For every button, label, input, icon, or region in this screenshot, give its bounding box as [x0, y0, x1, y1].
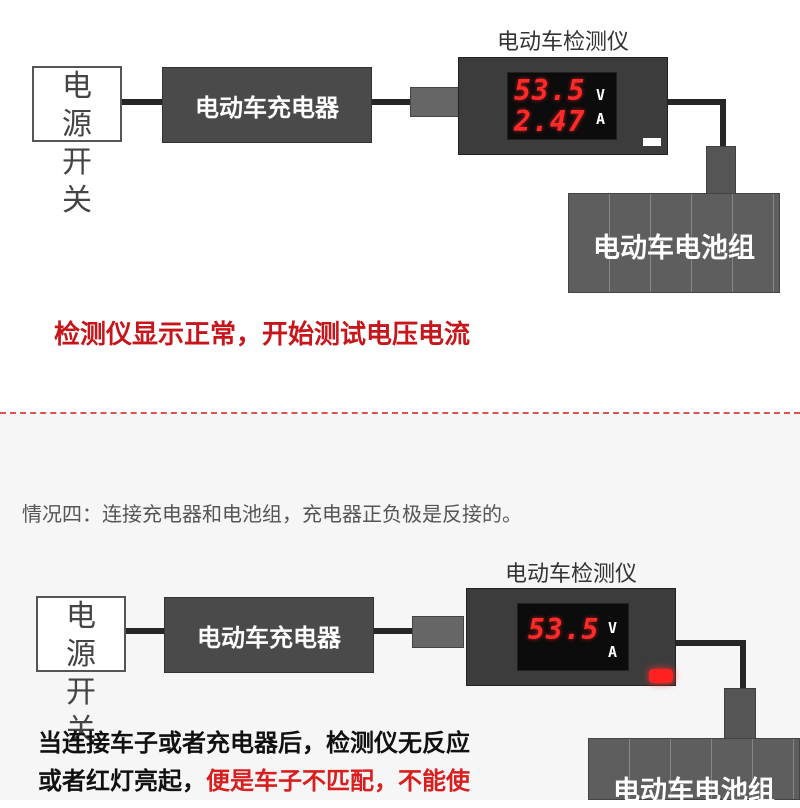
power-switch-line2: 开 关	[62, 145, 100, 218]
power-switch-2-line2: 开 关	[66, 675, 104, 748]
cable-charger-to-meter	[370, 99, 412, 105]
explanation-line2-normal: 或者红灯亮起，	[38, 767, 206, 795]
meter-unit-v-2: V	[608, 619, 618, 637]
charger-box: 电动车充电器	[162, 67, 372, 143]
charger-box-2: 电动车充电器	[164, 597, 374, 673]
status-caption: 检测仪显示正常，开始测试电压电流	[54, 320, 471, 350]
battery-pack: 电动车电池组	[568, 193, 780, 293]
battery-pack-2: 电动车电池组	[588, 738, 800, 807]
battery-label-2: 电动车电池组	[613, 776, 775, 807]
meter-unit-a-2: A	[608, 643, 618, 661]
battery-plug	[706, 146, 736, 194]
cable-switch-to-charger-2	[126, 628, 168, 634]
cable-meter-to-battery-v-2	[740, 640, 746, 690]
battery-label: 电动车电池组	[593, 233, 755, 264]
meter-red-light	[649, 669, 673, 683]
power-switch[interactable]: 电 源 开 关	[32, 66, 122, 218]
meter-unit-v: V	[596, 86, 606, 104]
charger-label: 电动车充电器	[195, 93, 339, 122]
explanation-line2-red: 便是车子不匹配，不能使	[206, 767, 470, 795]
charger-plug-2	[412, 616, 464, 648]
meter-device: 53.5 2.47 V A	[458, 57, 668, 155]
meter-screen: 53.5 2.47 V A	[507, 72, 617, 140]
meter-current: 2.47	[514, 105, 586, 138]
battery-plug-2	[724, 688, 756, 740]
explanation-line1: 当连接车子或者充电器后，检测仪无反应	[38, 729, 470, 757]
power-switch-2[interactable]: 电 源 开 关	[36, 596, 126, 748]
explanation-line2: 或者红灯亮起，便是车子不匹配，不能使	[38, 762, 598, 800]
power-switch-2-line1: 电 源	[66, 599, 104, 672]
cable-meter-to-battery-v	[720, 99, 726, 149]
charger-plug	[410, 87, 460, 117]
meter-indicator-light	[643, 138, 661, 146]
cable-meter-to-battery-h	[668, 99, 726, 105]
section-divider	[0, 412, 800, 414]
meter-voltage: 53.5	[514, 74, 586, 107]
scenario-heading: 情况四：连接充电器和电池组，充电器正负极是反接的。	[22, 502, 522, 526]
explanation-text: 当连接车子或者充电器后，检测仪无反应 或者红灯亮起，便是车子不匹配，不能使	[38, 724, 598, 800]
meter-title: 电动车检测仪	[496, 30, 629, 55]
meter-unit-a: A	[596, 110, 606, 128]
meter-title-2: 电动车检测仪	[504, 562, 637, 587]
meter-device-2: 53.5 V A	[466, 588, 676, 686]
cable-charger-to-meter-2	[372, 628, 414, 634]
cable-meter-to-battery-h-2	[674, 640, 746, 646]
power-switch-line1: 电 源	[62, 69, 100, 142]
meter-screen-2: 53.5 V A	[517, 603, 629, 671]
cable-switch-to-charger	[122, 99, 164, 105]
meter-voltage-2: 53.5	[528, 613, 600, 646]
charger-label-2: 电动车充电器	[197, 623, 341, 652]
